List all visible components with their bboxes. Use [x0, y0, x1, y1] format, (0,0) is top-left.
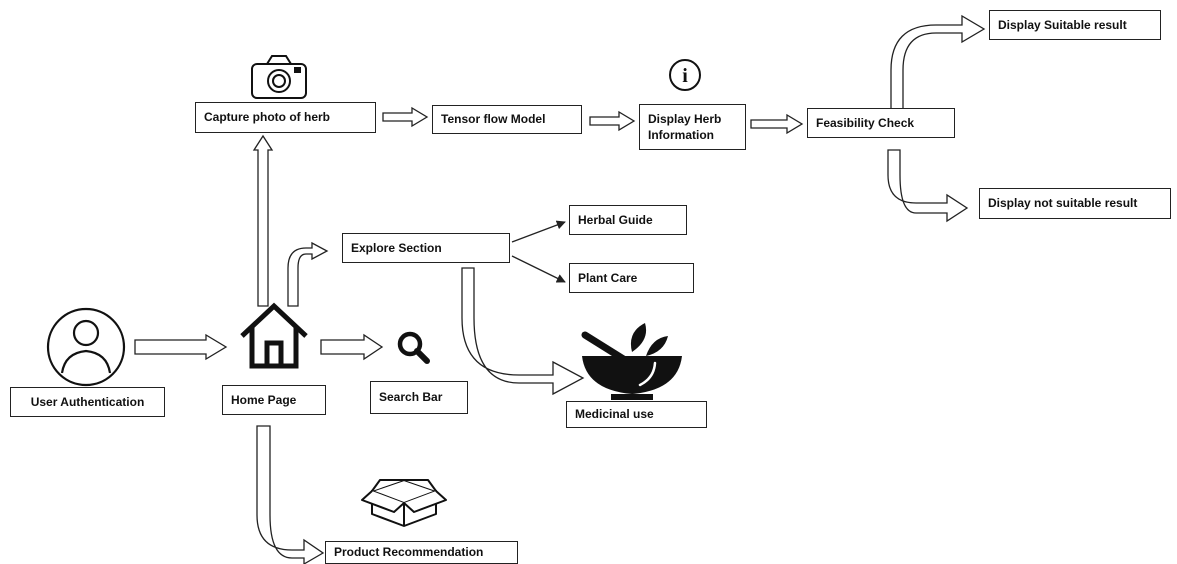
info-icon: i [669, 59, 701, 91]
herbal-guide-box: Herbal Guide [569, 205, 687, 235]
display-suitable-result-box: Display Suitable result [989, 10, 1161, 40]
arrow-auth-to-home [134, 333, 228, 361]
arrow-home-to-capture [252, 134, 274, 307]
arrow-explore-to-herbal-guide [511, 220, 566, 243]
user-authentication-box: User Authentication [10, 387, 165, 417]
search-bar-box: Search Bar [370, 381, 468, 414]
mortar-pestle-icon [581, 323, 682, 400]
arrow-capture-to-tensor [382, 106, 429, 128]
product-recommendation-box: Product Recommendation [325, 541, 518, 564]
medicinal-use-box: Medicinal use [566, 401, 707, 428]
explore-section-box: Explore Section [342, 233, 510, 263]
arrow-feasibility-to-not-suitable [887, 149, 969, 223]
arrow-explore-to-medicinal [461, 267, 585, 396]
tensor-flow-model-box: Tensor flow Model [432, 105, 582, 134]
arrow-tensor-to-display [589, 110, 636, 132]
arrow-feasibility-to-suitable [890, 14, 986, 113]
camera-icon [251, 55, 307, 99]
plant-care-box: Plant Care [569, 263, 694, 293]
feasibility-check-box: Feasibility Check [807, 108, 955, 138]
user-avatar-icon [46, 307, 126, 387]
home-page-box: Home Page [222, 385, 326, 415]
arrow-home-to-search [320, 333, 384, 361]
arrow-home-to-explore [287, 241, 329, 307]
search-icon [397, 331, 430, 364]
info-glyph: i [682, 65, 688, 87]
home-icon [240, 302, 308, 369]
box-icon [361, 479, 447, 527]
arrow-display-to-feasibility [750, 113, 804, 135]
capture-photo-box: Capture photo of herb [195, 102, 376, 133]
display-not-suitable-result-box: Display not suitable result [979, 188, 1171, 219]
display-herb-information-box: Display Herb Information [639, 104, 746, 150]
arrow-explore-to-plant-care [511, 255, 566, 283]
arrow-home-to-product [256, 425, 325, 564]
